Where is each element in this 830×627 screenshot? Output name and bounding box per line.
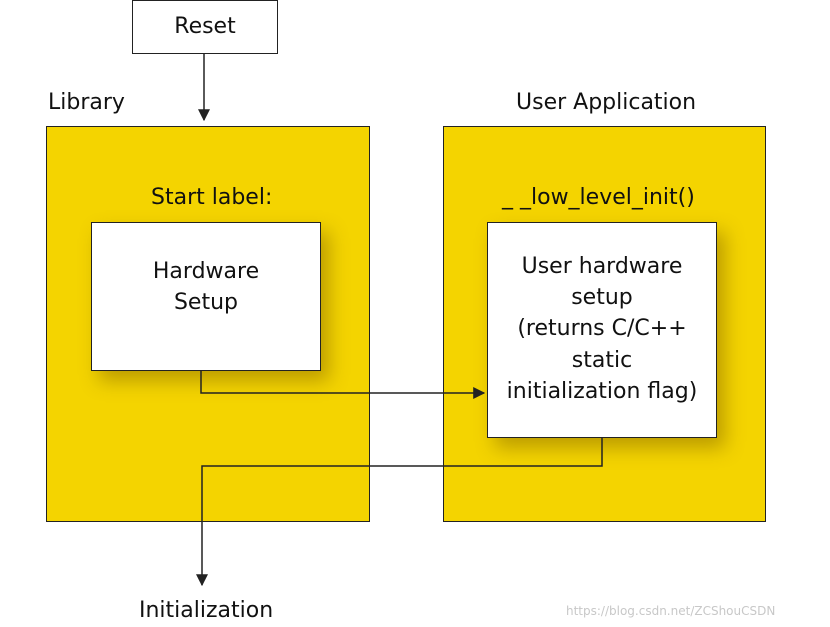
user-hardware-setup-line: (returns C/C++ — [517, 316, 687, 342]
user-application-title: User Application — [516, 90, 697, 115]
initialization-label: Initialization — [139, 598, 274, 623]
reset-box: Reset — [132, 0, 278, 54]
user-hardware-setup-line: setup — [571, 285, 633, 311]
watermark: https://blog.csdn.net/ZCShouCSDN — [566, 604, 776, 618]
user-hardware-setup-line: User hardware — [521, 254, 683, 279]
hardware-setup-line: Setup — [173, 289, 239, 315]
hardware-setup-box: Hardware Setup — [91, 222, 321, 371]
start-label: Start label: — [151, 185, 273, 210]
reset-label: Reset — [174, 13, 236, 39]
user-hardware-setup-line: static — [571, 347, 633, 373]
hardware-setup-line: Hardware — [152, 259, 260, 284]
library-title: Library — [48, 90, 125, 115]
user-hardware-setup-line: initialization flag) — [506, 378, 698, 404]
low-level-init-label: _ _low_level_init() — [502, 185, 695, 210]
user-hardware-setup-box: User hardware setup (returns C/C++ stati… — [487, 222, 717, 438]
